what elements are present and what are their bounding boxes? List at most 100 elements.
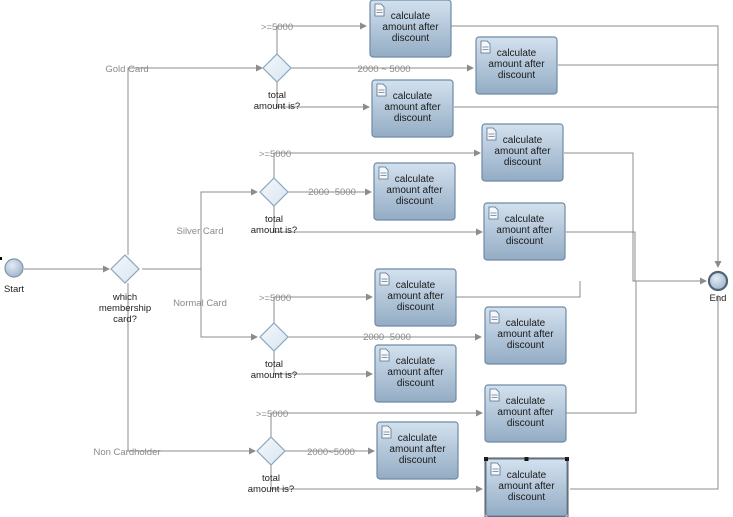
- flow-normal-low[interactable]: [273, 351, 373, 378]
- task-label: amount after: [494, 146, 551, 157]
- task-box: [376, 421, 459, 480]
- flow-task-s1-to-end[interactable]: [564, 152, 707, 285]
- flow-label-non-cardholder: Non Cardholder: [93, 447, 160, 458]
- task-label: amount after: [496, 225, 553, 236]
- gateway-gold-label: amount is?: [254, 101, 300, 112]
- flow-silver-card[interactable]: [142, 188, 258, 270]
- flow-label-silver-mid: 2000~5000: [308, 187, 356, 198]
- task-label: calculate: [497, 48, 537, 59]
- flow-silver-low[interactable]: [273, 206, 483, 236]
- flow-silver-high[interactable]: [273, 149, 481, 178]
- task-label: discount: [506, 236, 543, 247]
- task-label: amount after: [382, 22, 439, 33]
- task-label: discount: [392, 33, 429, 44]
- task-box: [475, 36, 558, 95]
- task-label: calculate: [391, 11, 431, 22]
- selection-handle[interactable]: [565, 457, 569, 461]
- flow-label-gold-high: >=5000: [261, 22, 293, 33]
- task-label: calculate: [507, 470, 547, 481]
- task-box: [483, 202, 566, 261]
- flow-task-nc3-to-end[interactable]: [570, 295, 719, 490]
- task-label: discount: [396, 196, 433, 207]
- gateway-gold-label: total: [268, 90, 286, 101]
- document-icon: [379, 348, 390, 362]
- flow-normal-high[interactable]: [273, 293, 373, 323]
- flow-gold-low[interactable]: [276, 82, 370, 111]
- flow-normal-card[interactable]: [200, 269, 258, 341]
- document-icon: [376, 83, 387, 97]
- gateway-membership-label: membership: [99, 303, 151, 314]
- gateway-membership[interactable]: [110, 254, 140, 284]
- task-label: amount after: [389, 444, 446, 455]
- task-label: calculate: [503, 135, 543, 146]
- gateway-normal-label: amount is?: [251, 370, 297, 381]
- sequence-flows: [24, 22, 722, 493]
- task-label: amount after: [384, 102, 441, 113]
- flow-gold-card[interactable]: [127, 64, 263, 255]
- task-label: calculate: [396, 280, 436, 291]
- flow-non-cardholder[interactable]: [127, 283, 256, 455]
- gateway-normal-label: total: [265, 359, 283, 370]
- task-label: calculate: [506, 396, 546, 407]
- flow-noncard-high[interactable]: [270, 409, 483, 437]
- task-box: [369, 0, 452, 58]
- flow-task-nc1-to-end[interactable]: [566, 281, 637, 414]
- document-icon: [480, 40, 491, 54]
- flow-task-n1-to-end[interactable]: [456, 281, 581, 298]
- task-label: amount after: [387, 291, 444, 302]
- gateway-noncard-label: amount is?: [248, 484, 294, 495]
- gateway-membership-label: which: [112, 292, 137, 303]
- document-icon: [379, 272, 390, 286]
- selection-handle[interactable]: [484, 457, 488, 461]
- task-box: [371, 79, 454, 138]
- flow-label-gold-mid: 2000 ~ 5000: [357, 64, 410, 75]
- flow-task-g1-to-end[interactable]: [451, 25, 722, 268]
- task-box: [484, 306, 567, 365]
- task-label: amount after: [497, 329, 554, 340]
- end-event-label: End: [710, 293, 727, 304]
- gateway-silver-label: total: [265, 214, 283, 225]
- flow-label-noncard-high: >=5000: [256, 409, 288, 420]
- gateway-normal[interactable]: [259, 322, 289, 352]
- document-icon: [490, 462, 501, 476]
- document-icon: [378, 166, 389, 180]
- task-label: discount: [394, 113, 431, 124]
- flow-noncard-low[interactable]: [270, 465, 483, 493]
- task-label: discount: [498, 70, 535, 81]
- task-label: amount after: [386, 185, 443, 196]
- selection-outline: [484, 457, 569, 517]
- task-label: calculate: [398, 433, 438, 444]
- task-label: amount after: [488, 59, 545, 70]
- document-icon: [381, 425, 392, 439]
- flow-gold-high[interactable]: [276, 22, 367, 54]
- gateway-membership-label: card?: [113, 314, 137, 325]
- task-label: amount after: [387, 367, 444, 378]
- start-event[interactable]: [4, 258, 24, 278]
- flow-task-s2-to-end[interactable]: [566, 231, 636, 281]
- task-label: discount: [504, 157, 541, 168]
- gateway-silver[interactable]: [259, 177, 289, 207]
- start-event-label: Start: [4, 284, 24, 295]
- gateway-noncard[interactable]: [256, 436, 286, 466]
- selection-handle[interactable]: [524, 457, 529, 461]
- node-labels: StartEndwhichmembershipcard?totalamount …: [4, 90, 726, 495]
- gateway-gold[interactable]: [262, 53, 292, 83]
- end-event[interactable]: [707, 270, 729, 292]
- task-label: calculate: [505, 214, 545, 225]
- task-box: [484, 384, 567, 443]
- document-icon: [489, 388, 500, 402]
